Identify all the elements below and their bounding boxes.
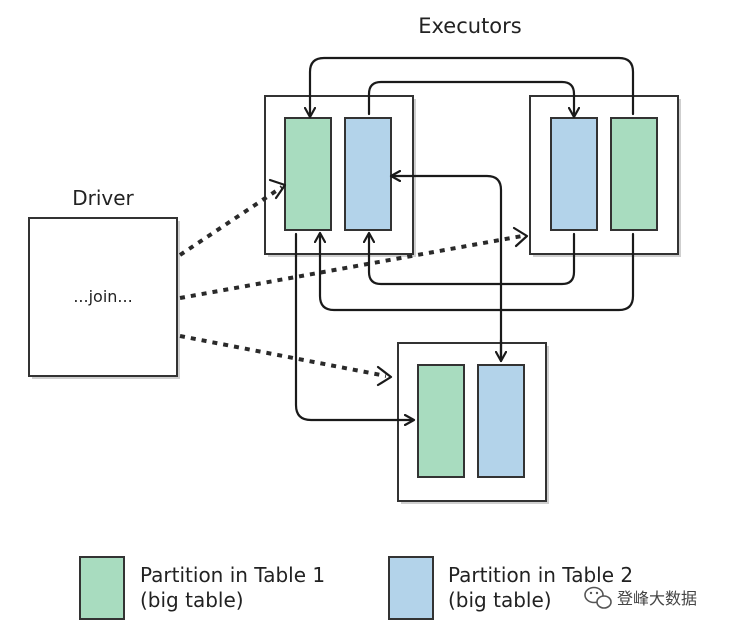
executor-2 [529, 95, 681, 257]
driver-to-executor-3-link [179, 334, 387, 378]
shuffle-arrow-exec1-to-exec3-green [294, 232, 413, 420]
shuffle-arrow-exec3-to-exec1-blue [392, 176, 503, 363]
driver-box: ...join... [28, 217, 180, 379]
executor-3-partition-table2 [477, 364, 525, 478]
wechat-icon [584, 586, 612, 609]
executor-3 [397, 342, 549, 504]
legend-swatch-table1 [79, 556, 125, 620]
shuffle-arrow-exec2-to-exec1-green-lower [320, 234, 635, 312]
legend-table1-line2: (big table) [140, 588, 244, 612]
driver-to-executor-3-arrowhead [376, 365, 393, 387]
legend-table1-line1: Partition in Table 1 [140, 563, 325, 587]
watermark-text: 登峰大数据 [617, 589, 697, 608]
executor-1-partition-table1 [284, 117, 332, 231]
shuffle-arrow-exec2-to-exec1-green [310, 56, 635, 116]
driver-to-executor-1-arrowhead [268, 178, 287, 200]
legend-table2-line1: Partition in Table 2 [448, 563, 633, 587]
driver-to-executor-2-link [179, 234, 523, 300]
legend-table2-line2: (big table) [448, 588, 552, 612]
legend-swatch-table2 [388, 556, 434, 620]
driver-to-executor-1-link [178, 185, 284, 257]
legend-item-table1: Partition in Table 1 (big table) [79, 556, 325, 620]
driver-content: ...join... [73, 287, 132, 306]
executors-title: Executors [418, 14, 521, 38]
shuffle-arrow-exec2-to-exec1-blue [369, 234, 576, 286]
shuffle-arrow-exec1-to-exec2-blue [367, 80, 574, 116]
legend: Partition in Table 1 (big table) Partiti… [79, 556, 633, 620]
driver-label: Driver [72, 186, 134, 210]
executor-1-partition-table2 [344, 117, 392, 231]
legend-item-table2: Partition in Table 2 (big table) [388, 556, 633, 620]
driver-to-executor-2-arrowhead [512, 226, 529, 248]
watermark: 登峰大数据 [584, 586, 697, 609]
executor-2-partition-table2 [550, 117, 598, 231]
executor-2-partition-table1 [610, 117, 658, 231]
executor-3-partition-table1 [417, 364, 465, 478]
